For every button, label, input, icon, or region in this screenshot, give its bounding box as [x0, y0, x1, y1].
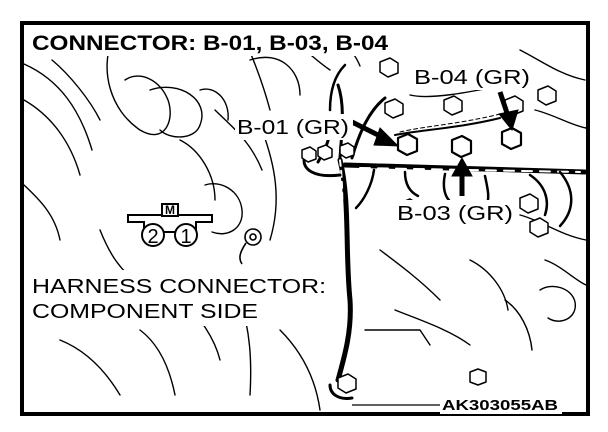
harness-note-line1: HARNESS CONNECTOR:: [32, 276, 326, 298]
b01-arrow: [350, 119, 400, 147]
connector-symbol-marker: M: [165, 203, 175, 217]
title-backdrop: [30, 28, 392, 56]
b04-arrow: [497, 91, 519, 132]
b01-connector: [396, 132, 419, 157]
pin-1-circle: [174, 223, 198, 247]
diagram-border: [20, 21, 590, 416]
connector-symbol-flange: [127, 214, 213, 233]
pin-1-label: 1: [180, 226, 191, 248]
b03-arrow: [451, 156, 473, 196]
pin-2-label: 2: [147, 226, 158, 248]
pointer-arrows: [350, 91, 519, 196]
connector-symbol: M 2 1: [127, 203, 213, 248]
b01-label-backdrop: [235, 114, 353, 140]
b04-label: B-04 (GR): [414, 67, 530, 89]
harness-note-backdrop: [30, 270, 330, 326]
b03-connector: [450, 134, 473, 159]
connector-symbol-marker-box: [161, 203, 179, 217]
ground-terminal-icon: [239, 228, 262, 265]
pin-2-circle: [141, 223, 165, 247]
b03-label: B-03 (GR): [397, 203, 513, 225]
diagram-title: CONNECTOR: B-01, B-03, B-04: [32, 31, 388, 55]
figure-code-backdrop: [440, 394, 562, 414]
harness-note-line2: COMPONENT SIDE: [32, 301, 258, 323]
b04-connector: [500, 126, 523, 151]
figure-code: AK303055AB: [442, 397, 558, 414]
b04-label-backdrop: [412, 64, 534, 90]
b03-label-backdrop: [395, 200, 517, 226]
b01-label: B-01 (GR): [237, 117, 349, 139]
